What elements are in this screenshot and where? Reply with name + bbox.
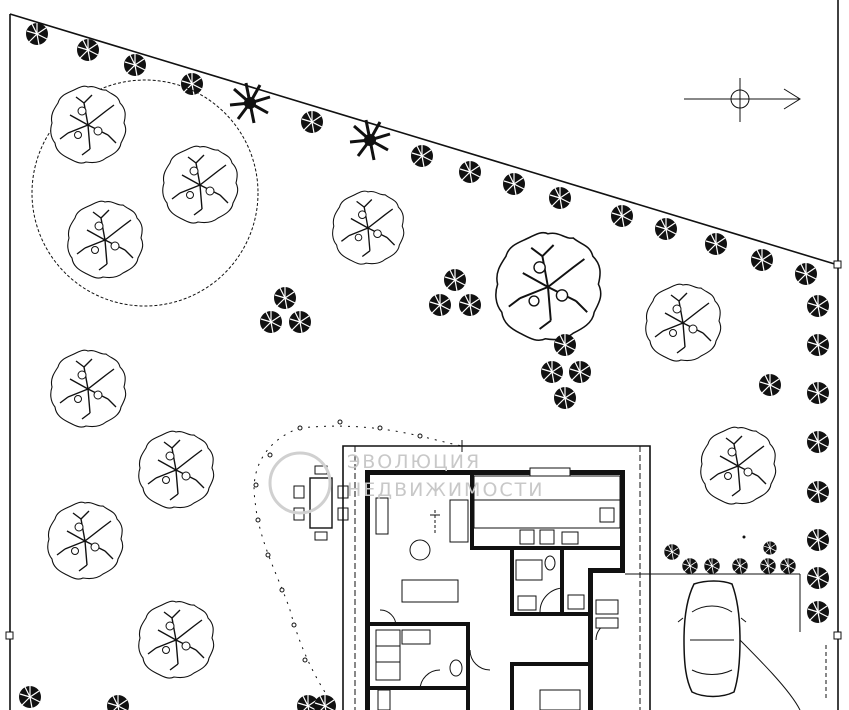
hedge-row — [25, 22, 818, 286]
house-floor-plan — [365, 467, 625, 710]
site-boundary — [5, 0, 842, 710]
watermark-line1: ЭВОЛЮЦИЯ — [347, 451, 481, 473]
watermark-line2: НЕДВИЖИМОСТИ — [347, 479, 545, 501]
north-arrow-icon — [684, 78, 801, 122]
watermark: ЭВОЛЮЦИЯ НЕДВИЖИМОСТИ — [268, 451, 545, 515]
tree-group-large — [31, 79, 259, 307]
driveway-shrubs — [663, 541, 797, 575]
car-icon — [677, 580, 747, 698]
terrace — [342, 440, 651, 710]
patio-path — [253, 419, 463, 701]
